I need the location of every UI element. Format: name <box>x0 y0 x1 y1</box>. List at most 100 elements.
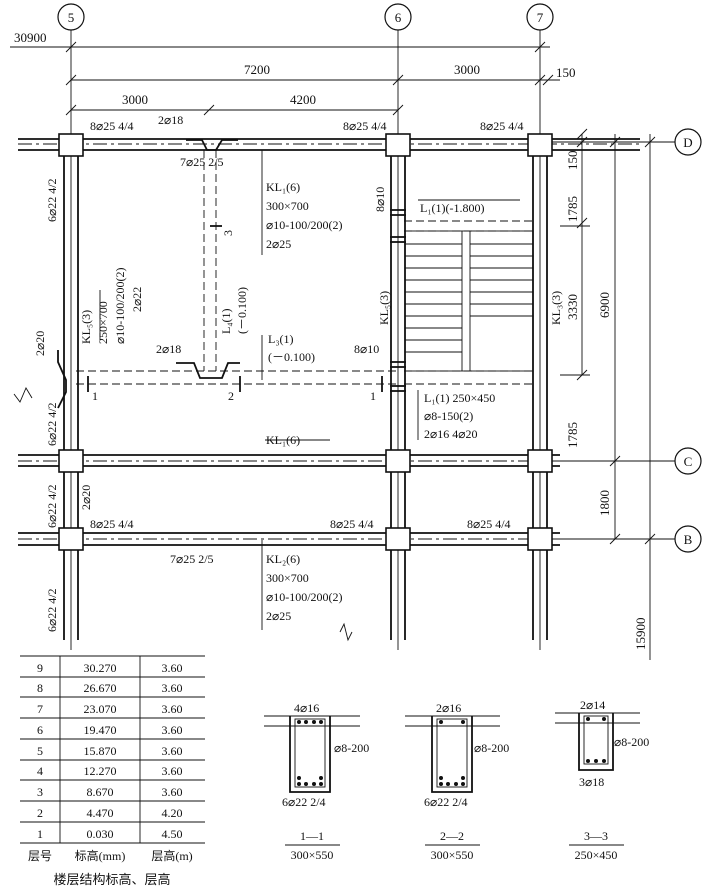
label-left-col-bars-1: 6⌀22 4/2 <box>45 178 59 222</box>
elev-cell: 19.470 <box>84 723 117 737</box>
label-top-left-bars: 8⌀25 4/4 <box>90 119 134 133</box>
label-b-mid-bars: 8⌀25 4/4 <box>330 517 374 531</box>
sec1-stirrup: ⌀8-200 <box>334 741 369 755</box>
label-l1-mid-stirrup: ⌀8-150(2) <box>424 409 473 423</box>
sec3-stirrup: ⌀8-200 <box>614 735 649 749</box>
label-l1-mid-name: L₁(1) 250×450 <box>424 391 495 405</box>
floor-cell: 6 <box>37 723 43 737</box>
dim-1785-bottom: 1785 <box>565 422 580 448</box>
axis-B: B <box>684 532 693 547</box>
label-kl2-stirrup: ⌀10-100/200(2) <box>266 590 343 604</box>
header-floor: 层号 <box>28 849 52 863</box>
label-left-col-bars-4: 6⌀22 4/2 <box>45 588 59 632</box>
sec1-top: 4⌀16 <box>294 701 319 715</box>
dim-1785-top: 1785 <box>565 196 580 222</box>
label-l1-mid-bars: 2⌀16 4⌀20 <box>424 427 477 441</box>
label-col6-stirrup-top: 8⌀10 <box>373 187 387 212</box>
floor-cell: 5 <box>37 744 43 758</box>
floor-cell: 2 <box>37 806 43 820</box>
label-l4-elev: (－0.100) <box>235 287 249 334</box>
label-left-bent-2: 2⌀20 <box>79 485 93 510</box>
height-cell: 3.60 <box>162 723 183 737</box>
label-kl1-c: KL₁(6) <box>266 433 300 447</box>
section-3: 2⌀14 ⌀8-200 3⌀18 3—3 250×450 <box>555 698 649 862</box>
plan-labels: 8⌀25 4/4 2⌀18 8⌀25 4/4 8⌀25 4/4 7⌀25 2/5… <box>33 113 563 632</box>
header-height: 层高(m) <box>151 848 192 863</box>
sec2-bottom: 6⌀22 2/4 <box>424 795 468 809</box>
label-kl2-bottom: 7⌀25 2/5 <box>170 552 214 566</box>
label-kl2-top: 2⌀25 <box>266 609 291 623</box>
label-bent-bar-top: 2⌀18 <box>158 113 183 127</box>
elev-cell: 12.270 <box>84 764 117 778</box>
sec2-size: 300×550 <box>431 848 474 862</box>
sec3-top: 2⌀14 <box>580 698 605 712</box>
label-col6-stirrup-mid: 8⌀10 <box>354 342 379 356</box>
height-cell: 3.60 <box>162 681 183 695</box>
elev-cell: 23.070 <box>84 702 117 716</box>
sec3-name: 3—3 <box>584 829 608 843</box>
label-kl1-size: 300×700 <box>266 199 309 213</box>
label-top-right-bars: 8⌀25 4/4 <box>480 119 524 133</box>
height-cell: 3.60 <box>162 785 183 799</box>
elev-cell: 26.670 <box>84 681 117 695</box>
axis-5: 5 <box>68 10 75 25</box>
label-kl1-name: KL₁(6) <box>266 180 300 194</box>
height-cell: 4.20 <box>162 806 183 820</box>
label-l3-elev: (－0.100) <box>268 350 315 364</box>
label-kl5-mid: KL₅(3) <box>377 291 391 325</box>
dim-3000-left: 3000 <box>122 92 148 107</box>
label-bent-bar-mid: 2⌀18 <box>156 342 181 356</box>
label-sec1-right: 1 <box>370 389 376 403</box>
table-caption: 楼层结构标高、层高 <box>53 872 170 887</box>
floor-cell: 4 <box>37 764 43 778</box>
floor-cell: 3 <box>37 785 43 799</box>
elev-cell: 8.670 <box>87 785 114 799</box>
sec2-top: 2⌀16 <box>436 701 461 715</box>
axis-bubbles: 5 6 7 D C B <box>57 3 702 553</box>
label-left-bent-1: 2⌀20 <box>33 331 47 356</box>
label-l3-name: L₃(1) <box>268 332 294 346</box>
dim-6900: 6900 <box>597 292 612 318</box>
label-left-col-bars-3: 6⌀22 4/2 <box>45 484 59 528</box>
elev-cell: 0.030 <box>87 827 114 841</box>
label-sec3: 3 <box>221 230 235 236</box>
sec1-bottom: 6⌀22 2/4 <box>282 795 326 809</box>
header-elev: 标高(mm) <box>75 848 126 863</box>
elev-cell: 4.470 <box>87 806 114 820</box>
elev-cell: 15.870 <box>84 744 117 758</box>
height-cell: 4.50 <box>162 827 183 841</box>
elev-cell: 30.270 <box>84 661 117 675</box>
floor-cell: 9 <box>37 661 43 675</box>
dim-3000-right: 3000 <box>454 62 480 77</box>
right-dimensions: 150 1785 3330 1785 6900 1800 15900 <box>560 128 656 660</box>
dim-15900: 15900 <box>633 618 648 651</box>
label-kl5-left-name: KL₅(3) <box>79 310 93 344</box>
label-kl1-top: 2⌀25 <box>266 237 291 251</box>
label-sec2: 2 <box>228 389 234 403</box>
floor-cell: 8 <box>37 681 43 695</box>
beams <box>13 138 640 546</box>
height-cell: 3.60 <box>162 744 183 758</box>
sec1-size: 300×550 <box>291 848 334 862</box>
sec2-stirrup: ⌀8-200 <box>474 741 509 755</box>
label-bottom-bar-mid: 7⌀25 2/5 <box>180 155 224 169</box>
bent-bars <box>57 139 520 630</box>
dim-150-top: 150 <box>556 65 576 80</box>
label-l1-top: L₁(1)(-1.800) <box>420 201 485 215</box>
dim-30900: 30900 <box>14 30 47 45</box>
label-b-left-bars: 8⌀25 4/4 <box>90 517 134 531</box>
label-kl5-left-stirrup: ⌀10-100/200(2) <box>113 267 127 344</box>
dim-7200: 7200 <box>244 62 270 77</box>
dim-3330: 3330 <box>565 294 580 320</box>
axis-C: C <box>684 454 693 469</box>
height-cell: 3.60 <box>162 764 183 778</box>
floor-cell: 7 <box>37 702 43 716</box>
label-kl3-right: KL₃(3) <box>549 291 563 325</box>
dim-150-right: 150 <box>565 151 580 171</box>
label-l4-name: L₄(1) <box>219 308 233 334</box>
label-kl1-stirrup: ⌀10-100/200(2) <box>266 218 343 232</box>
height-cell: 3.60 <box>162 702 183 716</box>
section-2: 2⌀16 ⌀8-200 6⌀22 2/4 2—2 300×550 <box>405 701 509 862</box>
axis-6: 6 <box>395 10 402 25</box>
